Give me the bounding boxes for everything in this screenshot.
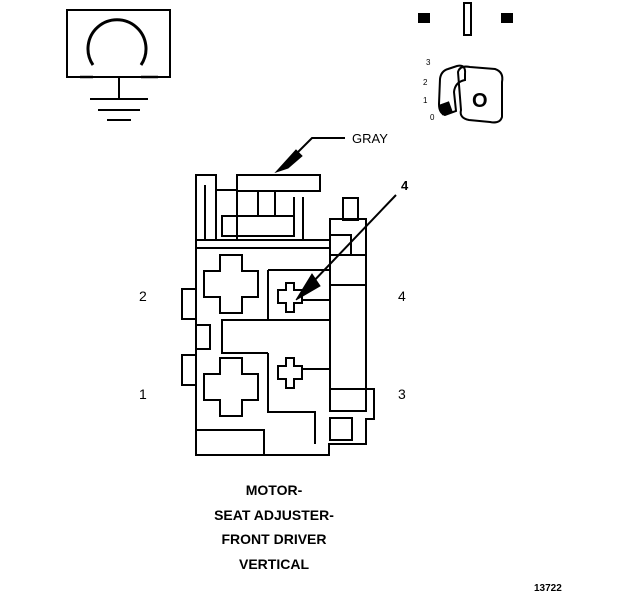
caption-line: VERTICAL: [239, 555, 309, 572]
callout-label: 4: [401, 178, 409, 193]
key-position-0: 0: [430, 113, 435, 122]
key-position-icon: [437, 64, 504, 124]
cavity-4: [277, 282, 303, 313]
terminal-latch-icon: [418, 2, 513, 36]
pin-label-1: 1: [139, 386, 147, 402]
motor-symbol-icon: [66, 9, 171, 79]
key-position-2: 2: [423, 78, 428, 87]
component-caption: MOTOR- SEAT ADJUSTER- FRONT DRIVER VERTI…: [174, 478, 374, 576]
cavity-1: [203, 357, 259, 417]
pin-label-2: 2: [139, 288, 147, 304]
caption-line: MOTOR-: [245, 482, 303, 498]
figure-number: 13722: [534, 583, 562, 594]
pin-label-4: 4: [398, 288, 406, 304]
cavity-2: [203, 254, 259, 314]
key-position-3: 3: [426, 58, 431, 67]
pin-label-3: 3: [398, 386, 406, 402]
cavity-3: [277, 357, 303, 389]
connector-color-label: GRAY: [352, 131, 388, 146]
gray-leader-arrow: [274, 137, 345, 174]
callout-4-arrow: [295, 194, 397, 301]
caption-line: SEAT ADJUSTER-: [214, 506, 334, 523]
key-glyph: O: [472, 90, 488, 112]
connector-body: [181, 174, 375, 456]
caption-line: FRONT DRIVER: [221, 531, 327, 547]
ground-icon: [90, 77, 148, 121]
key-position-1: 1: [423, 96, 428, 105]
